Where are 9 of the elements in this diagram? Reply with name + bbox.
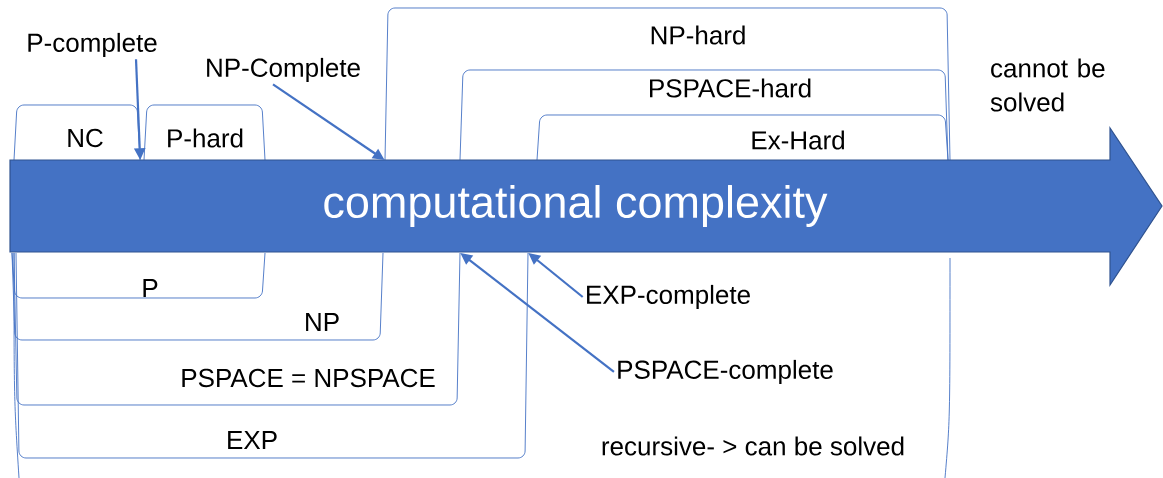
class-label: PSPACE-complete	[618, 359, 833, 385]
class-label: NP-Complete	[207, 57, 360, 83]
class-bracket: NC	[13, 104, 141, 161]
class-bracket: P-hard	[143, 104, 266, 161]
note-text: cannot be solved	[990, 58, 1105, 112]
class-label: EXP-complete	[587, 284, 750, 310]
class-label: P-complete	[28, 32, 157, 58]
class-bracket: P	[11, 252, 266, 299]
class-bracket: Ex-Hard	[536, 114, 949, 161]
